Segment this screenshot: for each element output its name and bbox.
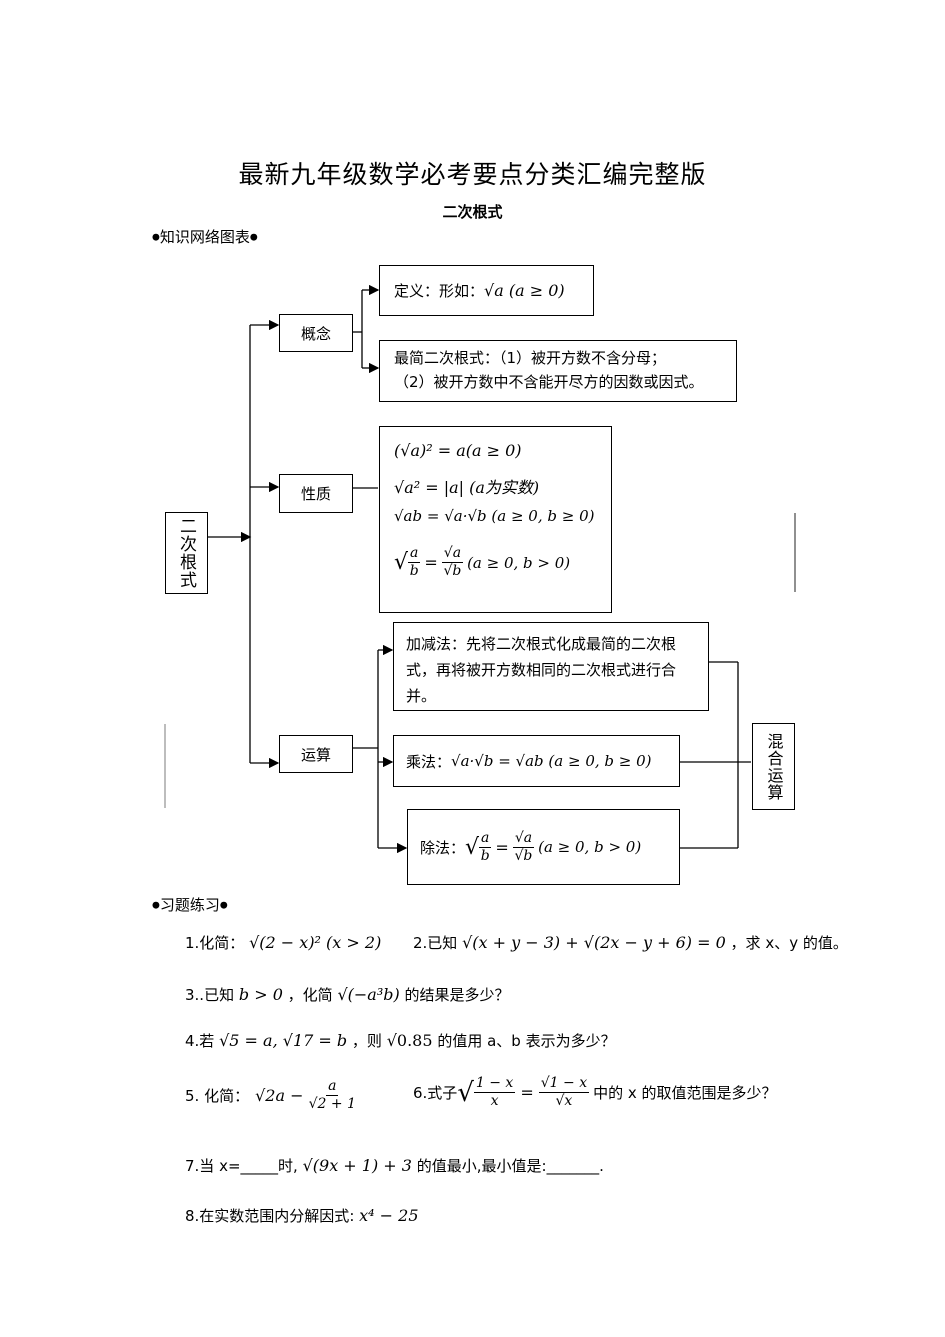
simplest-line-1: 最简二次根式：（1）被开方数不含分母； (394, 349, 667, 367)
simplest-radical-box: 最简二次根式：（1）被开方数不含分母； （2）被开方数中不含能开尽方的因数或因式… (379, 340, 737, 402)
question-1: 1.化简： √(2 − x)² (x > 2) (185, 932, 381, 953)
question-7: 7.当 x=_____时, √(9x + 1) + 3 的值最小,最小值是:__… (185, 1155, 604, 1176)
property-formula-1: (√a)² = a(a ≥ 0) (394, 441, 522, 460)
property-node: 性质 (279, 474, 353, 513)
q8-formula: x⁴ − 25 (359, 1206, 419, 1225)
q1-label: 1.化简： (185, 934, 245, 952)
q7-text-1: 7.当 x=_____时, (185, 1157, 298, 1175)
root-label: 二次根式 (176, 517, 196, 589)
q7-text-2: 的值最小,最小值是:_______. (416, 1157, 604, 1175)
properties-box: (√a)² = a(a ≥ 0) √a² = |a| (a为实数) √ab = … (379, 426, 612, 613)
operation-node: 运算 (279, 735, 353, 773)
bullet-icon: ● (219, 900, 228, 911)
mixed-operation-node: 混合运算 (752, 723, 795, 810)
exercises-heading: ●习题练习● (152, 894, 228, 915)
simplest-line-2: （2）被开方数中不含能开尽方的因数或因式。 (394, 373, 704, 391)
q2-label: 2.已知 (413, 934, 458, 952)
section-subtitle: 二次根式 (442, 203, 503, 221)
definition-formula: √a (a ≥ 0) (484, 281, 565, 300)
definition-label: 定义：形如： (394, 282, 485, 300)
divide-label: 除法： (420, 838, 466, 857)
bullet-icon: ● (152, 900, 160, 911)
property-formula-3: √ab = √a·√b (a ≥ 0, b ≥ 0) (394, 507, 595, 525)
q3-condition: b > 0 (238, 985, 283, 1004)
mixed-operation-label: 混合运算 (764, 732, 784, 801)
q6-label: 6.式子 (413, 1084, 458, 1102)
knowledge-heading: ●知识网络图表● (152, 226, 258, 247)
q3-mid: ，化简 (287, 986, 333, 1004)
question-3: 3..已知 b > 0 ，化简 √(−a³b) 的结果是多少？ (185, 984, 510, 1005)
q8-label: 8.在实数范围内分解因式: (185, 1207, 355, 1225)
multiply-formula: √a·√b = √ab (a ≥ 0, b ≥ 0) (451, 752, 652, 770)
q5-label: 5. 化简： (185, 1087, 250, 1105)
multiply-box: 乘法： √a·√b = √ab (a ≥ 0, b ≥ 0) (393, 735, 680, 787)
root-node: 二次根式 (165, 512, 208, 594)
add-sub-box: 加减法：先将二次根式化成最简的二次根式，再将被开方数相同的二次根式进行合并。 (393, 622, 709, 711)
q2-tail: ，求 x、y 的值。 (730, 934, 848, 952)
exercises-heading-text: 习题练习 (159, 896, 220, 914)
property-4-condition: (a ≥ 0, b > 0) (467, 553, 571, 572)
question-4: 4.若 √5 = a, √17 = b ，则 √0.85 的值用 a、b 表示为… (185, 1030, 616, 1051)
question-5: 5. 化简： √2a − a√2 + 1 (185, 1078, 356, 1112)
bullet-icon: ● (249, 232, 258, 243)
q4-formula: √5 = a, √17 = b (219, 1031, 348, 1050)
multiply-label: 乘法： (406, 752, 452, 771)
concept-node: 概念 (279, 314, 353, 352)
q4-formula-2: √0.85 (386, 1031, 433, 1050)
q2-formula: √(x + y − 3) + √(2x − y + 6) = 0 (462, 933, 726, 952)
q4-label: 4.若 (185, 1032, 215, 1050)
q1-formula: √(2 − x)² (x > 2) (249, 933, 382, 952)
question-8: 8.在实数范围内分解因式: x⁴ − 25 (185, 1205, 419, 1226)
q4-mid: ，则 (351, 1032, 382, 1050)
q3-tail: 的结果是多少？ (404, 986, 510, 1004)
q3-label: 3..已知 (185, 986, 235, 1004)
divide-condition: (a ≥ 0, b > 0) (538, 838, 642, 856)
q6-tail: 中的 x 的取值范围是多少？ (593, 1084, 777, 1102)
knowledge-heading-text: 知识网络图表 (159, 228, 250, 246)
property-formula-2: √a² = |a| (a为实数) (394, 478, 540, 497)
page-title: 最新九年级数学必考要点分类汇编完整版 (238, 160, 707, 189)
q7-formula: √(9x + 1) + 3 (302, 1156, 412, 1175)
q4-tail: 的值用 a、b 表示为多少？ (437, 1032, 616, 1050)
bullet-icon: ● (152, 232, 160, 243)
q3-formula: √(−a³b) (337, 985, 400, 1004)
question-2: 2.已知 √(x + y − 3) + √(2x − y + 6) = 0 ，求… (413, 932, 848, 953)
definition-box: 定义：形如： √a (a ≥ 0) (379, 265, 594, 316)
